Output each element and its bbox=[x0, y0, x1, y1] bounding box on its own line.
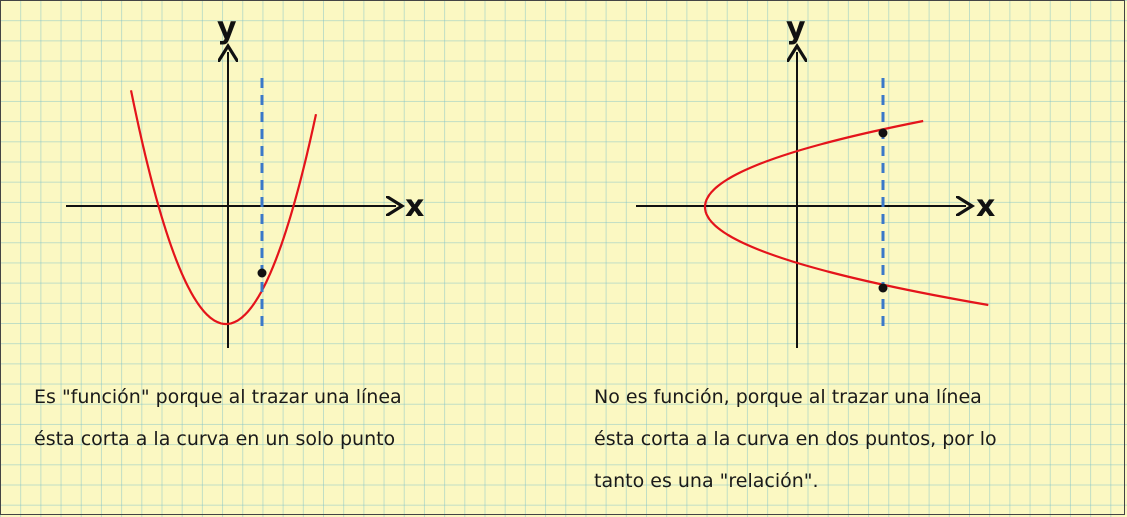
left-y-axis-label: y bbox=[217, 11, 237, 46]
right-y-axis-label: y bbox=[786, 11, 806, 46]
left-graph: x y bbox=[66, 11, 424, 348]
right-caption-line: ésta corta a la curva en dos puntos, por… bbox=[594, 428, 997, 450]
right-sideways-parabola-curve bbox=[703, 119, 989, 307]
left-intersection-point bbox=[257, 268, 267, 278]
right-caption-line: tanto es una "relación". bbox=[594, 470, 819, 492]
right-caption-line: No es función, porque al trazar una líne… bbox=[594, 386, 982, 408]
left-parabola-curve bbox=[129, 90, 318, 326]
right-caption: No es función, porque al trazar una líne… bbox=[594, 376, 997, 502]
left-caption: Es "función" porque al trazar una línea … bbox=[34, 376, 402, 460]
right-upper-intersection-point bbox=[878, 128, 888, 138]
right-x-axis-label: x bbox=[976, 189, 995, 224]
right-lower-intersection-point bbox=[878, 283, 888, 293]
left-caption-line: ésta corta a la curva en un solo punto bbox=[34, 428, 396, 450]
left-caption-line: Es "función" porque al trazar una línea bbox=[34, 386, 402, 408]
left-x-axis-label: x bbox=[405, 189, 424, 224]
right-graph: x y bbox=[636, 11, 995, 348]
